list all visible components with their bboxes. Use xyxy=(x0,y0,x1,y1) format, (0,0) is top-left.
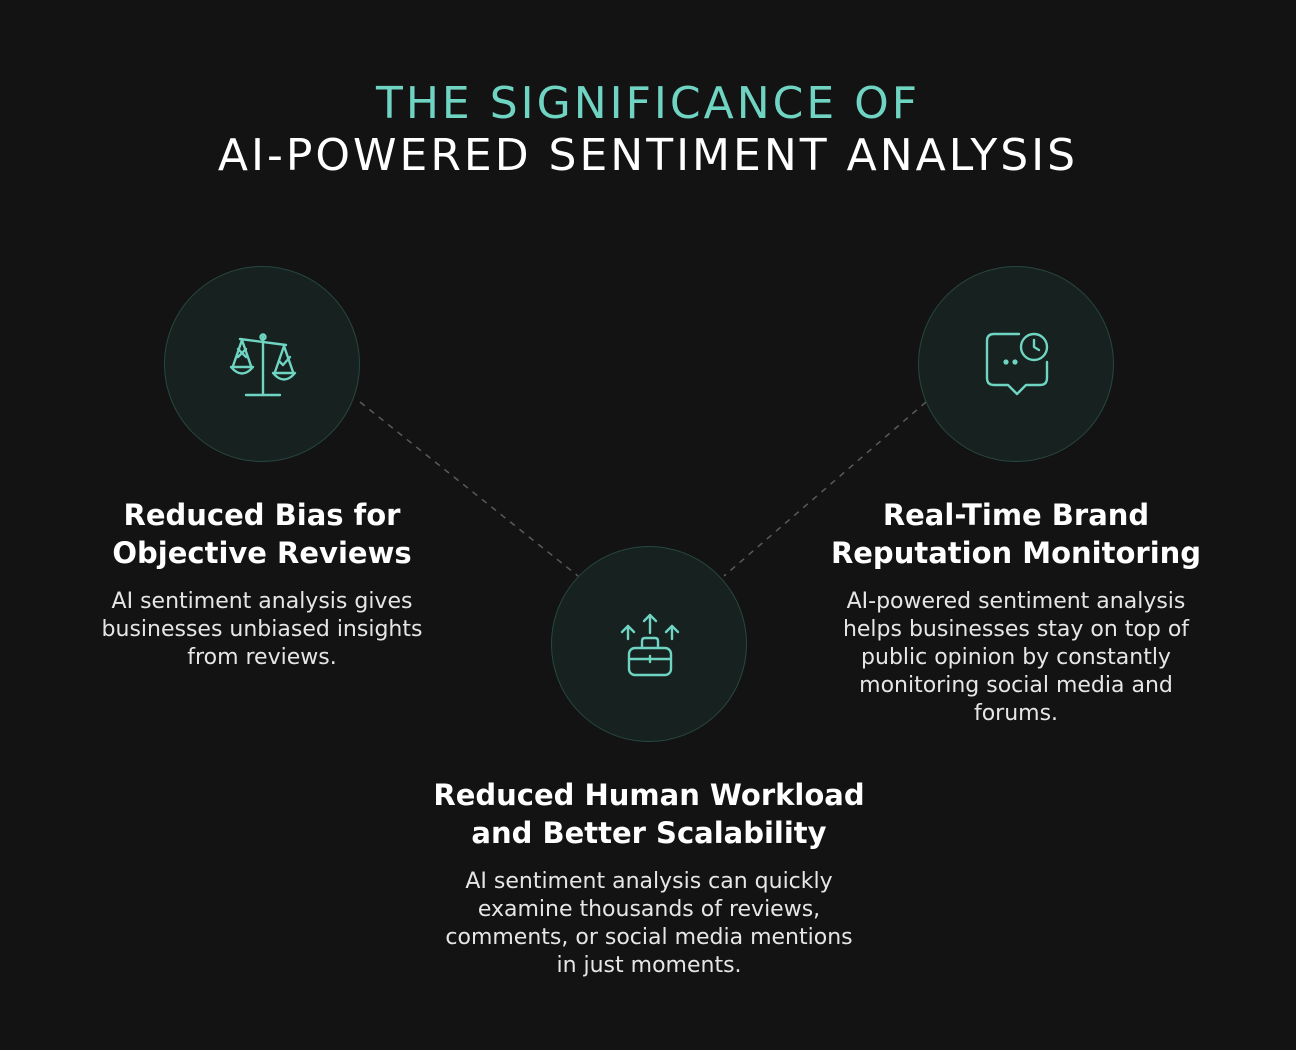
connector-left xyxy=(359,401,579,577)
card-title-reduced-bias: Reduced Bias for Objective Reviews xyxy=(112,498,412,570)
scale-icon xyxy=(229,333,297,397)
circle-brand-monitoring xyxy=(918,266,1114,462)
circle-reduced-bias xyxy=(164,266,360,462)
heading-line-1: THE SIGNIFICANCE OF xyxy=(375,78,921,129)
connector-right xyxy=(723,401,927,577)
chat-clock-icon xyxy=(985,332,1049,396)
card-desc-human-workload: AI sentiment analysis can quickly examin… xyxy=(445,869,853,978)
card-desc-brand-monitoring: AI-powered sentiment analysis helps busi… xyxy=(842,589,1190,726)
briefcase-arrows-icon xyxy=(620,613,680,677)
heading-line-2: AI-POWERED SENTIMENT ANALYSIS xyxy=(217,130,1079,181)
card-title-brand-monitoring: Real-Time Brand Reputation Monitoring xyxy=(830,498,1202,570)
card-title-human-workload: Reduced Human Workload and Better Scalab… xyxy=(433,778,865,850)
circle-human-workload xyxy=(551,546,747,742)
card-desc-reduced-bias: AI sentiment analysis gives businesses u… xyxy=(101,589,423,670)
